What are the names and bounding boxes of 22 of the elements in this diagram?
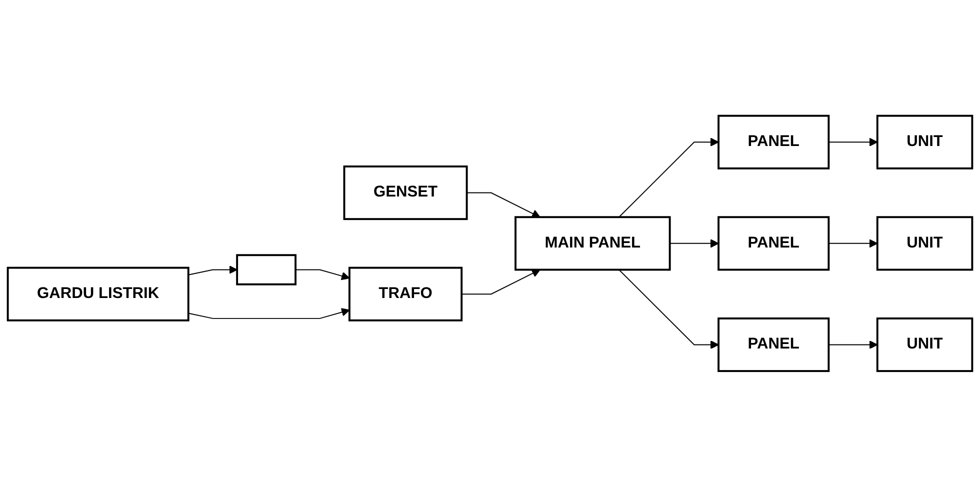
arrow [669, 238, 719, 248]
arrow [466, 192, 540, 218]
node-box: UNIT [876, 114, 974, 169]
arrow [828, 238, 878, 248]
arrow [188, 265, 238, 275]
node-box: GARDU LISTRIK [6, 266, 190, 321]
arrow [461, 268, 540, 294]
arrow [618, 137, 719, 218]
node-box: UNIT [876, 216, 974, 270]
node-box: TRAFO [348, 266, 463, 321]
arrow [828, 137, 878, 146]
arrow [828, 340, 878, 349]
node-box: UNIT [876, 317, 974, 372]
node-box: PANEL [718, 317, 830, 372]
node-box: MAIN PANEL [514, 216, 671, 270]
node-box: PANEL [718, 114, 830, 169]
arrow [618, 268, 719, 349]
arrow [295, 268, 350, 280]
arrow [188, 308, 350, 318]
node-box: GENSET [343, 165, 468, 220]
node-box [236, 254, 296, 285]
node-box: PANEL [718, 216, 830, 270]
